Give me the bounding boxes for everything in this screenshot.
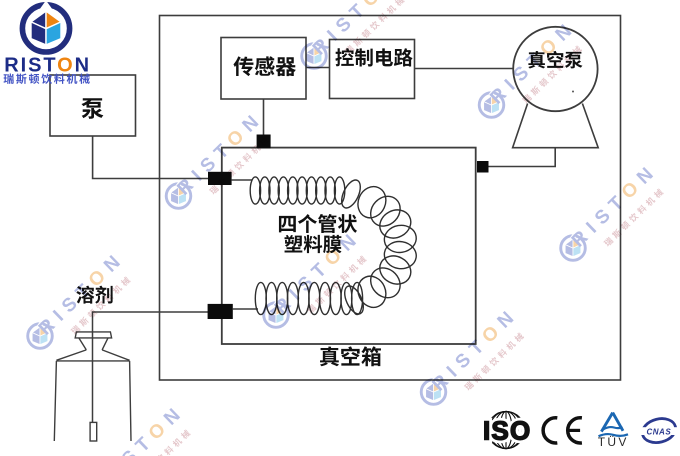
svg-text:TÜV: TÜV bbox=[598, 435, 629, 449]
svg-text:ISO: ISO bbox=[483, 416, 531, 446]
svg-text:CNAS: CNAS bbox=[647, 427, 672, 436]
svg-text:RISTON: RISTON bbox=[4, 54, 91, 76]
svg-text:ISO: ISO bbox=[483, 416, 531, 446]
